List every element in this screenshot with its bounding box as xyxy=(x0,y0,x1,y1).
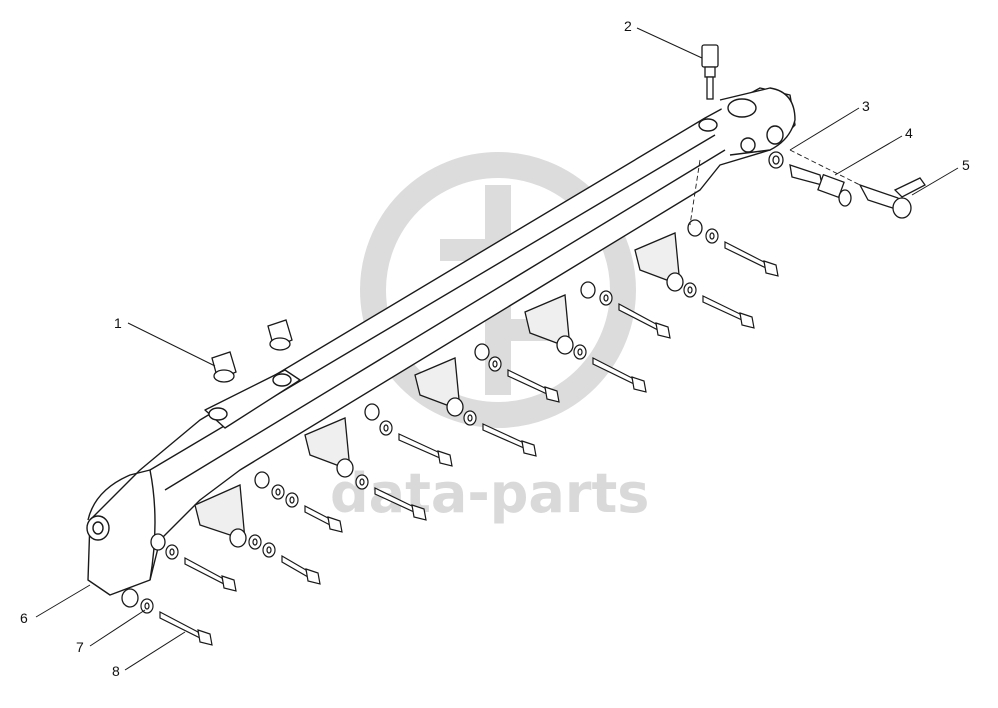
bolt-set-d xyxy=(271,484,343,533)
plugs xyxy=(211,319,293,383)
pressure-relief-assembly xyxy=(768,151,926,219)
callout-labels: 1 2 3 4 5 6 7 8 xyxy=(20,18,970,679)
bolt-set-b xyxy=(165,544,237,592)
bolt-set-l xyxy=(705,228,779,277)
bolt-set-i xyxy=(573,344,647,393)
callout-1: 1 xyxy=(114,315,122,331)
lug-5 xyxy=(580,232,684,299)
callout-4: 4 xyxy=(905,125,913,141)
rail-mounting-lugs xyxy=(121,219,703,608)
bolt-set-j xyxy=(599,290,671,339)
lug-6 xyxy=(121,219,703,608)
callout-leaders xyxy=(35,27,959,671)
callout-5: 5 xyxy=(962,157,970,173)
fuel-rail xyxy=(86,87,796,596)
bolt-set-c xyxy=(248,534,321,585)
bolt-set-a xyxy=(140,598,213,646)
relief-valve xyxy=(789,164,852,207)
bolt-set-g xyxy=(463,410,537,457)
lug-3 xyxy=(364,357,464,421)
connector-plug xyxy=(858,177,926,219)
bolt-set-f xyxy=(379,420,453,467)
bolt-set-h xyxy=(488,356,560,403)
pressure-sensor xyxy=(701,44,719,100)
bolt-set-e xyxy=(355,474,427,521)
lug-4 xyxy=(474,294,574,361)
plug-1 xyxy=(211,351,237,383)
lug-2 xyxy=(254,417,354,489)
callout-2: 2 xyxy=(624,18,632,34)
bolt-set-k xyxy=(683,282,755,329)
lug-1 xyxy=(150,484,247,551)
callout-3: 3 xyxy=(862,98,870,114)
callout-6: 6 xyxy=(20,610,28,626)
callout-7: 7 xyxy=(76,639,84,655)
plug-2 xyxy=(267,319,293,351)
assembly-lines xyxy=(689,149,861,226)
callout-8: 8 xyxy=(112,663,120,679)
bolts-and-washers xyxy=(140,228,779,646)
